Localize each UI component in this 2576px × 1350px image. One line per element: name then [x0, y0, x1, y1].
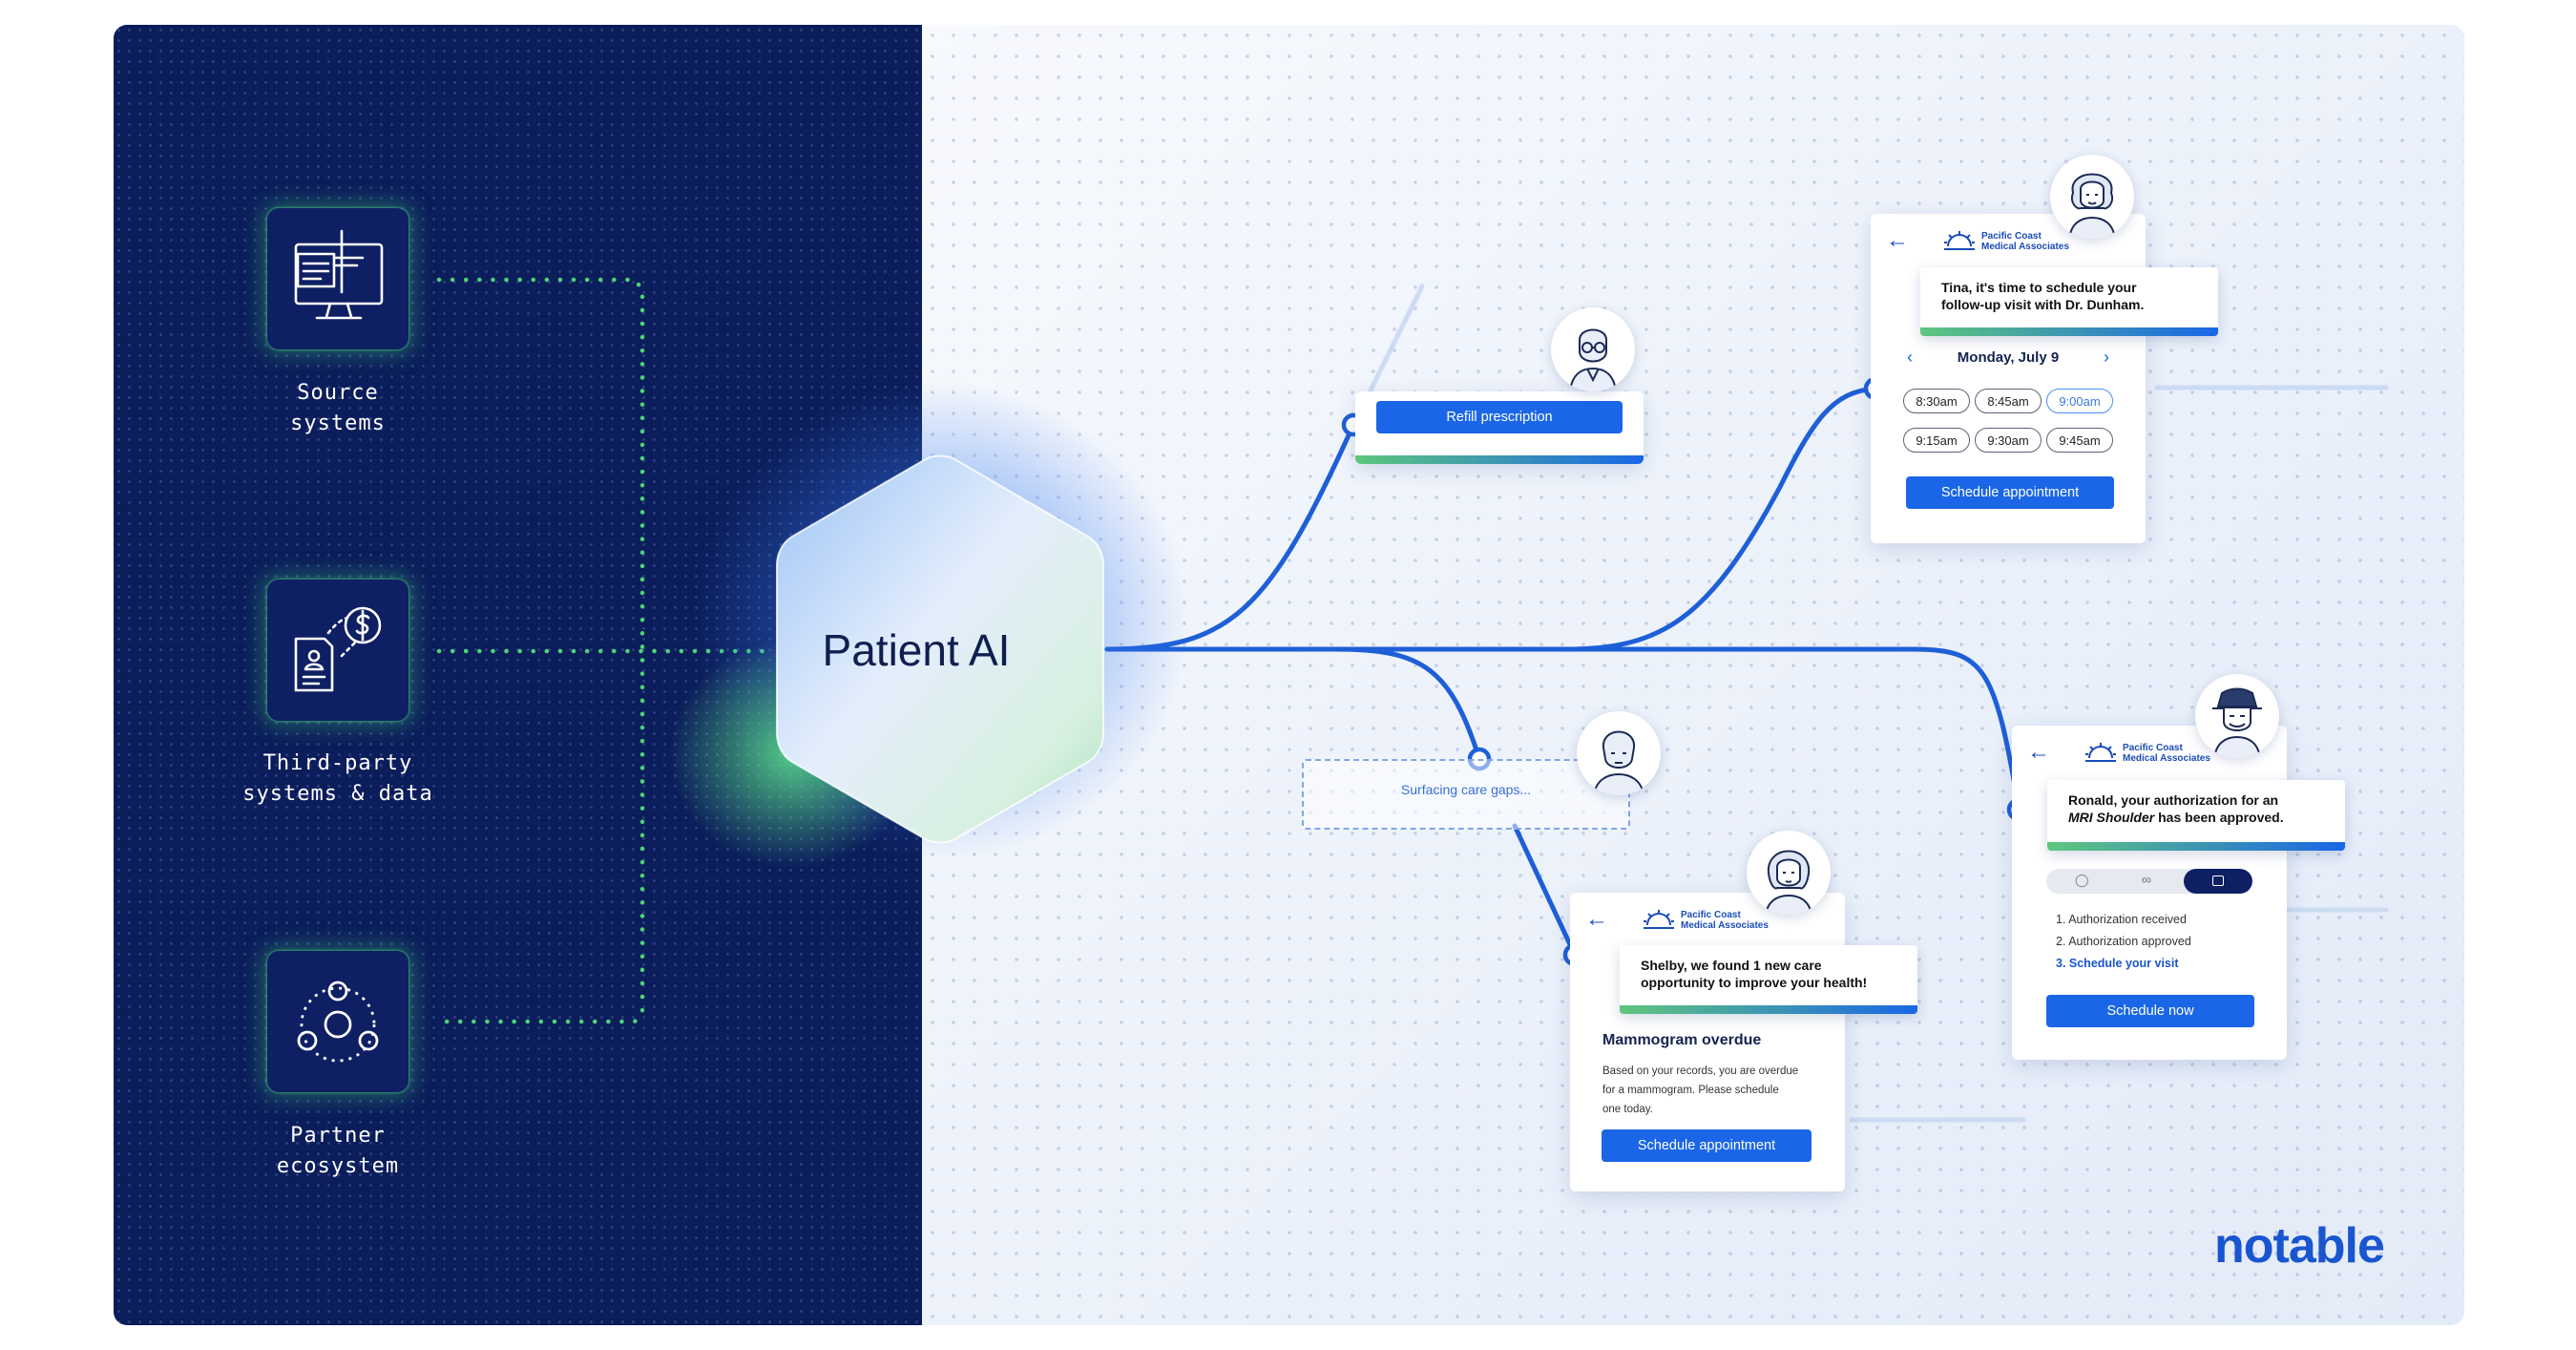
auth-step: 2. Authorization approved — [2056, 935, 2191, 948]
org-name-line2: Medical Associates — [1681, 920, 1769, 931]
back-arrow-icon[interactable]: ← — [1585, 906, 1608, 932]
third-party-box — [267, 580, 408, 721]
refill-card: Refill prescription — [1355, 391, 1644, 464]
auth-step-current[interactable]: 3. Schedule your visit — [2056, 957, 2179, 970]
patient-avatar-shelby — [1747, 831, 1831, 915]
patient-avatar-ronald — [2195, 674, 2279, 758]
org-name-line1: Pacific Coast — [1681, 910, 1741, 920]
schedule-date: Monday, July 9 — [1957, 349, 2060, 366]
schedule-appointment-button[interactable]: Schedule appointment — [1602, 1129, 1812, 1162]
progress-steps-tabs: ◯ ∞ — [2046, 869, 2252, 894]
care-gaps-placeholder: Surfacing care gaps... — [1302, 759, 1630, 830]
patient-avatar-tina — [2050, 155, 2134, 239]
refill-prescription-button[interactable]: Refill prescription — [1376, 401, 1623, 433]
source-systems-box — [267, 208, 408, 349]
auth-step: 1. Authorization received — [2056, 913, 2187, 926]
date-next-chevron-icon[interactable]: › — [2104, 348, 2109, 367]
authorization-card: ← Pacific Coast Medical Associates ◯ ∞ 1… — [2012, 726, 2287, 1060]
schedule-now-button[interactable]: Schedule now — [2046, 995, 2254, 1027]
sunrise-logo-icon — [1644, 910, 1674, 929]
network-circles-icon — [297, 981, 379, 1063]
person-avatar-icon — [1593, 730, 1644, 795]
back-arrow-icon[interactable]: ← — [2027, 739, 2050, 765]
authorization-message-bubble: Ronald, your authorization for an MRI Sh… — [2047, 780, 2345, 851]
date-prev-chevron-icon[interactable]: ‹ — [1907, 348, 1913, 367]
person-avatar-icon — [2068, 173, 2116, 239]
handshake-step-icon: ∞ — [2142, 872, 2151, 887]
time-slot[interactable]: 8:45am — [1975, 389, 2042, 413]
time-slot[interactable]: 9:45am — [2046, 428, 2113, 453]
patient-avatar-caregaps — [1577, 711, 1661, 795]
time-slot[interactable]: 9:15am — [1903, 428, 1970, 453]
mammogram-title: Mammogram overdue — [1602, 1032, 1762, 1048]
person-avatar-icon — [1765, 850, 1812, 915]
patient-ai-label: Patient AI — [823, 625, 1011, 675]
org-name-line2: Medical Associates — [2123, 753, 2210, 764]
schedule-visit-card: ← Pacific Coast Medical Associates ‹ Mon… — [1871, 214, 2146, 543]
partner-ecosystem-box — [267, 951, 408, 1092]
person-step-icon: ◯ — [2075, 873, 2089, 887]
org-name-line1: Pacific Coast — [1981, 231, 2042, 242]
monitor-icon — [294, 229, 384, 320]
care-gaps-status: Surfacing care gaps... — [1400, 782, 1532, 797]
time-slot[interactable]: 8:30am — [1903, 389, 1970, 413]
patient-ai-hexagon — [776, 454, 1104, 844]
mammogram-card: ← Pacific Coast Medical Associates Mammo… — [1570, 893, 1845, 1192]
patient-avatar-refill — [1551, 307, 1635, 391]
refill-progress-bar — [1355, 455, 1644, 464]
person-avatar-icon — [2212, 687, 2262, 758]
calendar-step-active[interactable] — [2184, 869, 2252, 894]
org-name-line1: Pacific Coast — [2123, 743, 2183, 753]
document-dollar-icon — [294, 606, 382, 692]
sunrise-logo-icon — [2085, 743, 2116, 762]
schedule-appointment-button[interactable]: Schedule appointment — [1906, 476, 2114, 509]
notable-logo: notable — [2214, 1218, 2385, 1274]
sunrise-logo-icon — [1944, 231, 1975, 250]
calendar-icon — [2212, 875, 2224, 886]
back-arrow-icon[interactable]: ← — [1886, 227, 1909, 253]
person-avatar-icon — [1569, 328, 1617, 391]
time-slot-selected[interactable]: 9:00am — [2046, 389, 2113, 413]
time-slot[interactable]: 9:30am — [1975, 428, 2042, 453]
org-name-line2: Medical Associates — [1981, 242, 2069, 252]
